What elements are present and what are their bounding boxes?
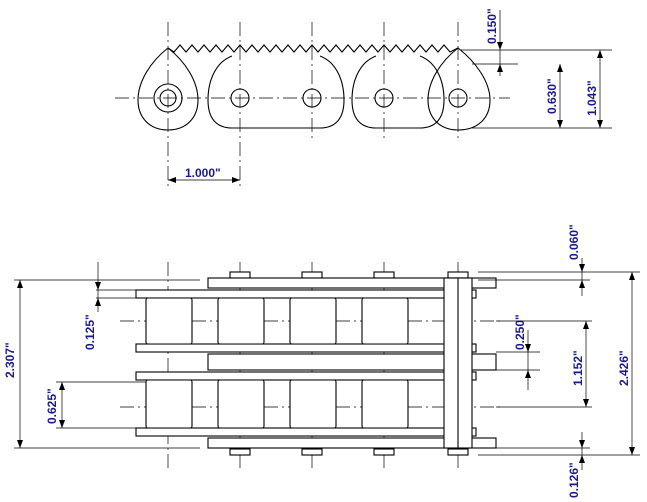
roller-arrow-a <box>59 382 65 390</box>
inner-height-label: 0.630" <box>545 78 559 114</box>
pitch-arrow-left <box>168 177 176 183</box>
mid-gap-arrow-a <box>525 344 531 352</box>
roller-width-label: 0.625" <box>45 388 59 424</box>
pin-cap-top-3 <box>373 271 395 279</box>
top-gap-arrow-b <box>579 280 585 288</box>
roller-2b <box>217 379 265 429</box>
bottom-gap-arrow-b <box>579 455 585 463</box>
pitch-arrow-right <box>232 177 240 183</box>
pin-cap-bottom-3 <box>373 448 395 456</box>
pin-cap-top-1 <box>229 271 251 279</box>
roller-3b <box>289 379 337 429</box>
inner-plate-bottom <box>135 427 477 437</box>
outer-plate-bottom <box>207 437 497 449</box>
right-overall-arrow-a <box>629 272 635 280</box>
pin-cap-bottom-2 <box>301 448 323 456</box>
roller-1a <box>145 297 193 345</box>
overall-arrow-b <box>597 120 603 128</box>
bottom-view: 2.307" 0.125" 0.625" 0.060" 0.250" <box>3 224 640 498</box>
strand-spacing-label: 1.152" <box>571 350 585 386</box>
roller-4b <box>361 379 409 429</box>
pin-cap-bottom-4 <box>447 448 469 456</box>
offset-label: 0.125" <box>83 314 97 350</box>
left-overall-arrow-a <box>17 280 23 288</box>
pin-cap-top-2 <box>301 271 323 279</box>
bottom-gap-label: 0.126" <box>567 462 581 498</box>
pin-cap-bottom-1 <box>229 448 251 456</box>
left-overall-label: 2.307" <box>3 342 17 378</box>
pin-outer-1 <box>153 83 183 113</box>
inner-plate-top <box>135 289 477 299</box>
roller-2a <box>217 297 265 345</box>
inner-arrow-b <box>557 120 563 128</box>
strand-arrow-a <box>583 321 589 329</box>
offset-arrow-a <box>95 282 101 290</box>
tooth-arrow-a <box>497 42 503 50</box>
tooth-depth-label: 0.150" <box>485 8 499 44</box>
overall-arrow-a <box>597 50 603 58</box>
pin-5 <box>448 88 468 108</box>
middle-link-2-outline <box>351 55 445 129</box>
mid-gap-label: 0.250" <box>513 314 527 350</box>
roller-4a <box>361 297 409 345</box>
tooth-profile <box>167 44 459 53</box>
pin-cap-top-4 <box>447 271 469 279</box>
middle-plate <box>207 353 497 371</box>
roller-1b <box>145 379 193 429</box>
top-gap-label: 0.060" <box>567 224 581 260</box>
tooth-arrow-b <box>497 64 503 72</box>
top-gap-arrow-a <box>579 264 585 272</box>
roller-arrow-b <box>59 420 65 428</box>
middle-link-1-outline <box>207 55 345 129</box>
pin-2 <box>230 88 250 108</box>
left-link-outline <box>137 47 199 131</box>
bottom-gap-arrow-a <box>579 440 585 448</box>
inner-plate-bottom-upper <box>135 371 477 381</box>
pin-4 <box>374 88 394 108</box>
inner-arrow-a <box>557 64 563 72</box>
right-link-outline <box>427 47 491 131</box>
pitch-label: 1.000" <box>185 166 221 180</box>
left-overall-arrow-b <box>17 440 23 448</box>
top-view: 1.000" 0.150" 0.630" 1.043" <box>115 8 612 190</box>
offset-arrow-b <box>95 298 101 306</box>
roller-3a <box>289 297 337 345</box>
right-overall-arrow-b <box>629 447 635 455</box>
outer-plate-top <box>207 277 497 289</box>
inner-plate-top-lower <box>135 343 477 353</box>
strand-arrow-b <box>583 399 589 407</box>
overall-height-label: 1.043" <box>585 80 599 116</box>
pin-inner-1 <box>159 89 177 107</box>
right-overall-label: 2.426" <box>617 350 631 386</box>
mid-gap-arrow-b <box>525 370 531 378</box>
pin-3 <box>302 88 322 108</box>
